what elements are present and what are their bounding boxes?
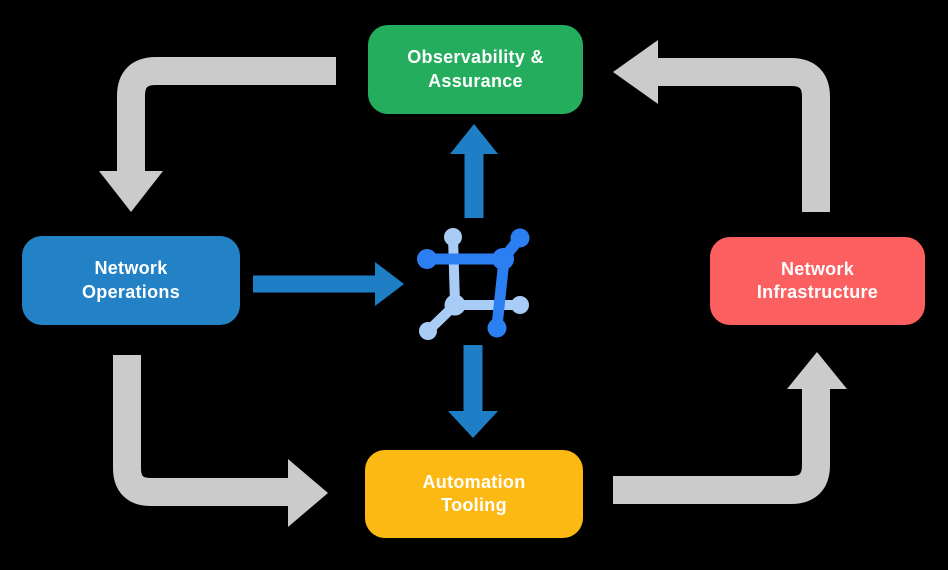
node-label-line: Automation — [422, 471, 526, 492]
arrow-infrastructure-to-observability — [613, 40, 830, 212]
arrow-operations-to-tooling — [113, 355, 328, 527]
node-network-infrastructure: Network Infrastructure — [710, 237, 925, 325]
arrow-observability-to-operations — [99, 57, 336, 212]
arrow-operations-to-core — [253, 262, 404, 306]
arrow-shaft — [658, 58, 830, 212]
arrow-core-to-observability — [450, 124, 498, 218]
node-label-line: Tooling — [441, 495, 507, 515]
icon-light-corner-node — [444, 294, 466, 316]
icon-dark-topright-node — [510, 228, 530, 248]
icon-dark-left-node — [417, 249, 437, 269]
node-label-line: Observability & — [407, 47, 544, 67]
arrow-shaft — [117, 57, 336, 172]
arrow-head — [787, 352, 847, 389]
arrow-head — [448, 411, 498, 438]
icon-light-bottomleft-node — [419, 322, 437, 340]
icon-light-vertical-line — [448, 232, 460, 309]
arrow-core-to-tooling — [448, 345, 498, 438]
node-label-line: Assurance — [428, 70, 523, 91]
icon-dark-vertical-line — [491, 254, 510, 332]
node-label-line: Network — [94, 258, 168, 278]
arrow-head — [613, 40, 658, 104]
node-network-operations: Network Operations — [22, 236, 240, 325]
icon-dark-bottom-node — [487, 318, 507, 338]
icon-light-top-node — [444, 228, 462, 246]
arrow-shaft — [113, 355, 289, 506]
arrow-head — [375, 262, 404, 306]
node-label-line: Operations — [81, 281, 181, 302]
node-observability-assurance: Observability & Assurance — [368, 25, 583, 114]
arrow-head — [450, 124, 498, 154]
arrow-shaft — [613, 389, 830, 504]
node-automation-tooling: Automation Tooling — [365, 450, 583, 538]
arrow-head — [99, 171, 163, 212]
icon-light-right-node — [511, 296, 529, 314]
node-label-line: Infrastructure — [756, 282, 879, 302]
network-mesh-icon — [417, 228, 530, 340]
node-label-line: Network — [780, 258, 855, 279]
arrow-head — [288, 459, 328, 527]
icon-dark-corner-node — [492, 248, 514, 270]
arrow-tooling-to-infrastructure — [613, 352, 847, 504]
